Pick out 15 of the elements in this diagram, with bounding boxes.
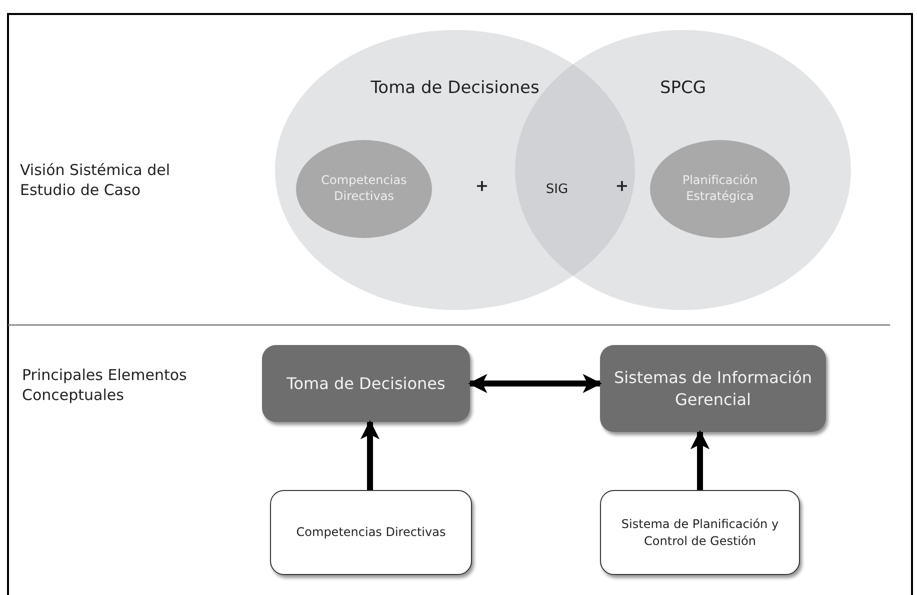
inner-ellipse: Competencias Directivas: [296, 140, 432, 238]
concept-box: Toma de Decisiones: [262, 345, 470, 422]
plus-sign: +: [614, 175, 630, 197]
arrow: [690, 430, 710, 490]
inner-ellipse: Planificación Estratégica: [650, 140, 790, 238]
section-label: Visión Sistémica del Estudio de Caso: [20, 160, 172, 200]
concept-box: Sistemas de Información Gerencial: [600, 345, 826, 432]
arrow: [360, 420, 380, 490]
section-label: Principales Elementos Conceptuales: [22, 365, 188, 406]
arrow: [468, 374, 602, 394]
plus-sign: +: [474, 175, 490, 197]
overlap-label: SIG: [530, 170, 584, 208]
element-box: Sistema de Planificación y Control de Gestión: [600, 490, 800, 575]
circle-heading: Toma de Decisiones: [370, 78, 540, 98]
element-box: Competencias Directivas: [270, 490, 472, 575]
